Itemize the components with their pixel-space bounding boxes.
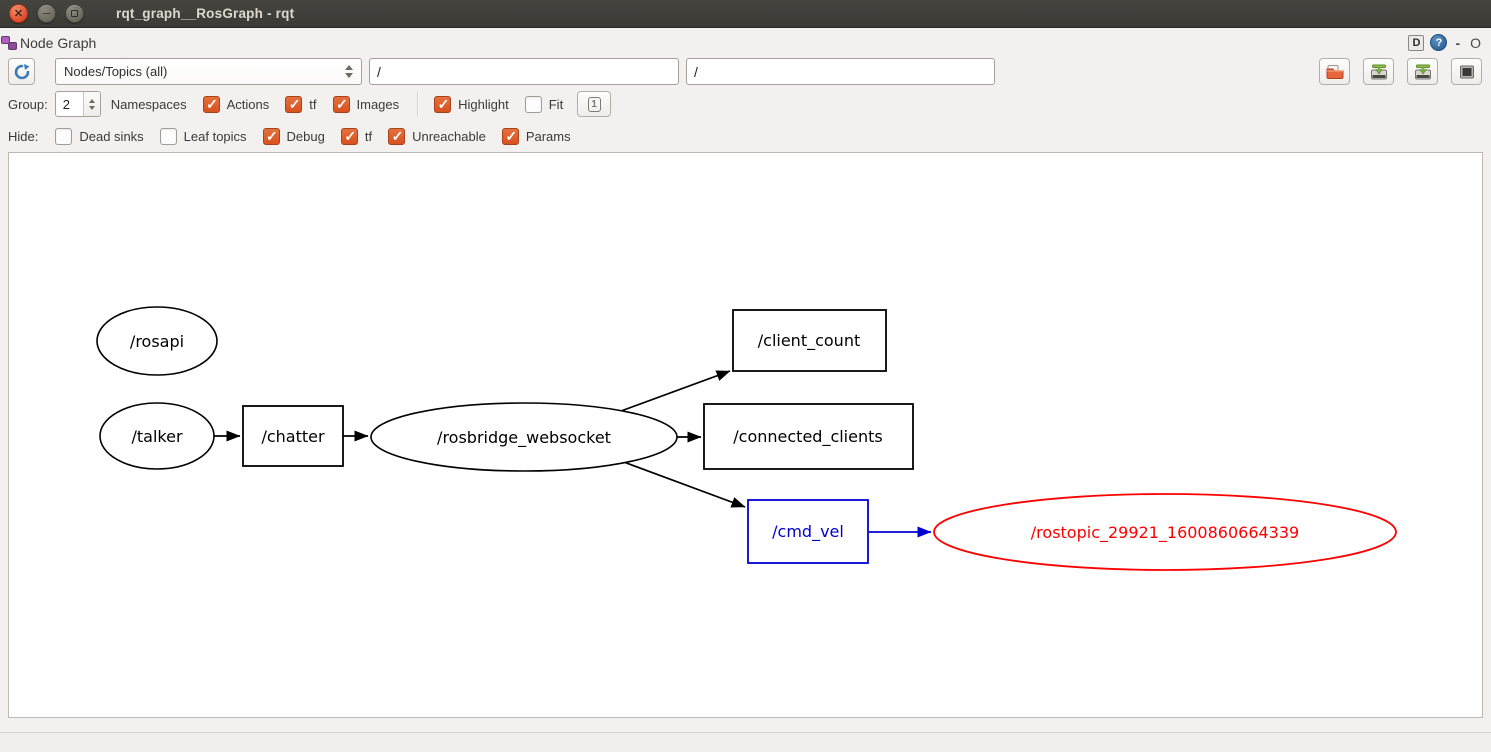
window-close-button[interactable]: ✕ [9,4,28,23]
refresh-button[interactable] [8,58,35,85]
ros-node-graph[interactable]: /rosapi /talker /chatter /rosbridge_webs… [9,153,1482,717]
checkbox-highlight[interactable]: Highlight [434,95,509,113]
checkbox-label: Unreachable [412,128,486,144]
node-filter-input[interactable]: / [369,58,679,85]
topic-filter-input[interactable]: / [686,58,995,85]
panel-minimize-button[interactable]: - [1455,34,1461,51]
svg-text:/connected_clients: /connected_clients [733,427,882,447]
group-label: Group: [8,96,48,112]
group-spinbox-value: 2 [62,96,70,112]
load-dot-button[interactable] [1319,58,1350,85]
help-button[interactable]: ? [1430,34,1448,51]
checkbox-icon [285,95,303,113]
checkbox-label: Images [356,96,400,112]
svg-text:/rosbridge_websocket: /rosbridge_websocket [437,428,611,448]
checkbox-label: Actions [226,96,270,112]
checkbox-icon [501,127,519,145]
graph-node-rosapi[interactable]: /rosapi [96,306,218,376]
node-filter-value: / [377,63,381,80]
checkbox-icon [388,127,406,145]
checkbox-leaf-topics[interactable]: Leaf topics [159,127,247,145]
graph-node-connected-clients[interactable]: /connected_clients [703,403,914,470]
window-title: rqt_graph__RosGraph - rqt [116,6,295,21]
checkbox-label: Highlight [458,96,509,112]
dock-button[interactable]: D [1408,34,1425,51]
checkbox-unreachable[interactable]: Unreachable [388,127,486,145]
checkbox-icon [524,95,542,113]
checkbox-actions[interactable]: Actions [202,95,270,113]
graph-node-rosbridge-websocket[interactable]: /rosbridge_websocket [370,402,678,472]
checkbox-dead-sinks[interactable]: Dead sinks [55,127,144,145]
checkbox-label: tf [309,96,317,112]
hide-options-row: Hide: Dead sinks Leaf topics Debug tf Un… [0,120,1491,152]
toolbar: Nodes/Topics (all) / / [0,56,1491,88]
checkbox-label: Fit [548,96,564,112]
maximize-icon [71,10,78,17]
svg-text:/talker: /talker [131,427,182,446]
checkbox-group-tf[interactable]: tf [285,95,317,113]
save-image-button[interactable] [1407,58,1438,85]
panel-controls: D ? - O [1408,34,1483,51]
save-icon [1414,64,1431,79]
checkbox-label: Params [525,128,571,144]
checkbox-images[interactable]: Images [332,95,400,113]
checkbox-label: Leaf topics [183,128,247,144]
group-options-row: Group: 2 Namespaces Actions tf Images Hi… [0,88,1491,120]
topic-filter-value: / [694,63,698,80]
checkbox-icon [262,127,280,145]
svg-text:/rostopic_29921_1600860664339: /rostopic_29921_1600860664339 [1031,523,1299,543]
edge-rosbridge-cmd-vel [612,457,746,508]
screenshot-button[interactable] [1451,58,1482,85]
namespaces-label: Namespaces [110,96,187,112]
checkbox-hide-tf[interactable]: tf [340,127,373,145]
refresh-icon [14,63,29,79]
svg-text:/client_count: /client_count [758,331,860,351]
fit-in-view-button[interactable]: 1 [577,91,612,117]
graph-node-cmd-vel[interactable]: /cmd_vel [747,499,869,564]
checkbox-debug[interactable]: Debug [262,127,325,145]
graph-type-combobox[interactable]: Nodes/Topics (all) [55,58,362,85]
checkbox-icon [55,127,73,145]
panel-float-button[interactable]: O [1470,34,1481,51]
svg-text:/chatter: /chatter [261,427,325,446]
save-dot-button[interactable] [1363,58,1394,85]
checkbox-fit[interactable]: Fit [524,95,564,113]
panel-header: Node Graph D ? - O [0,29,1491,56]
group-spinbox[interactable]: 2 [54,91,101,117]
panel-title: Node Graph [20,34,97,51]
status-bar [0,732,1491,752]
spinbox-arrows-icon[interactable] [82,92,100,116]
checkbox-icon [159,127,177,145]
combobox-arrows-icon [345,65,353,78]
graph-type-value: Nodes/Topics (all) [64,64,168,79]
window-maximize-button[interactable] [65,4,84,23]
checkbox-label: Debug [286,128,325,144]
toolbar-separator [417,92,419,116]
checkbox-icon [434,95,452,113]
svg-text:/rosapi: /rosapi [130,332,184,351]
window-minimize-button[interactable]: ─ [37,4,56,23]
graph-node-chatter[interactable]: /chatter [242,405,344,467]
checkbox-label: Dead sinks [79,128,144,144]
graph-node-talker[interactable]: /talker [99,402,215,470]
checkbox-icon [332,95,350,113]
svg-text:/cmd_vel: /cmd_vel [772,522,844,542]
graph-node-client-count[interactable]: /client_count [732,309,887,372]
checkbox-params[interactable]: Params [501,127,571,145]
checkbox-label: tf [364,128,373,144]
save-icon [1370,64,1387,79]
toolbar-right-buttons [1319,58,1482,85]
folder-open-icon [1326,64,1343,79]
edge-rosbridge-client-count [620,370,731,412]
hide-label: Hide: [8,128,39,144]
graph-canvas[interactable]: /rosapi /talker /chatter /rosbridge_webs… [8,152,1483,718]
checkbox-icon [202,95,220,113]
window-titlebar: ✕ ─ rqt_graph__RosGraph - rqt [0,0,1491,28]
node-graph-icon [1,35,17,50]
graph-node-rostopic[interactable]: /rostopic_29921_1600860664339 [933,493,1397,571]
actual-size-icon: 1 [587,96,601,112]
checkbox-icon [340,127,358,145]
image-icon [1459,65,1474,78]
